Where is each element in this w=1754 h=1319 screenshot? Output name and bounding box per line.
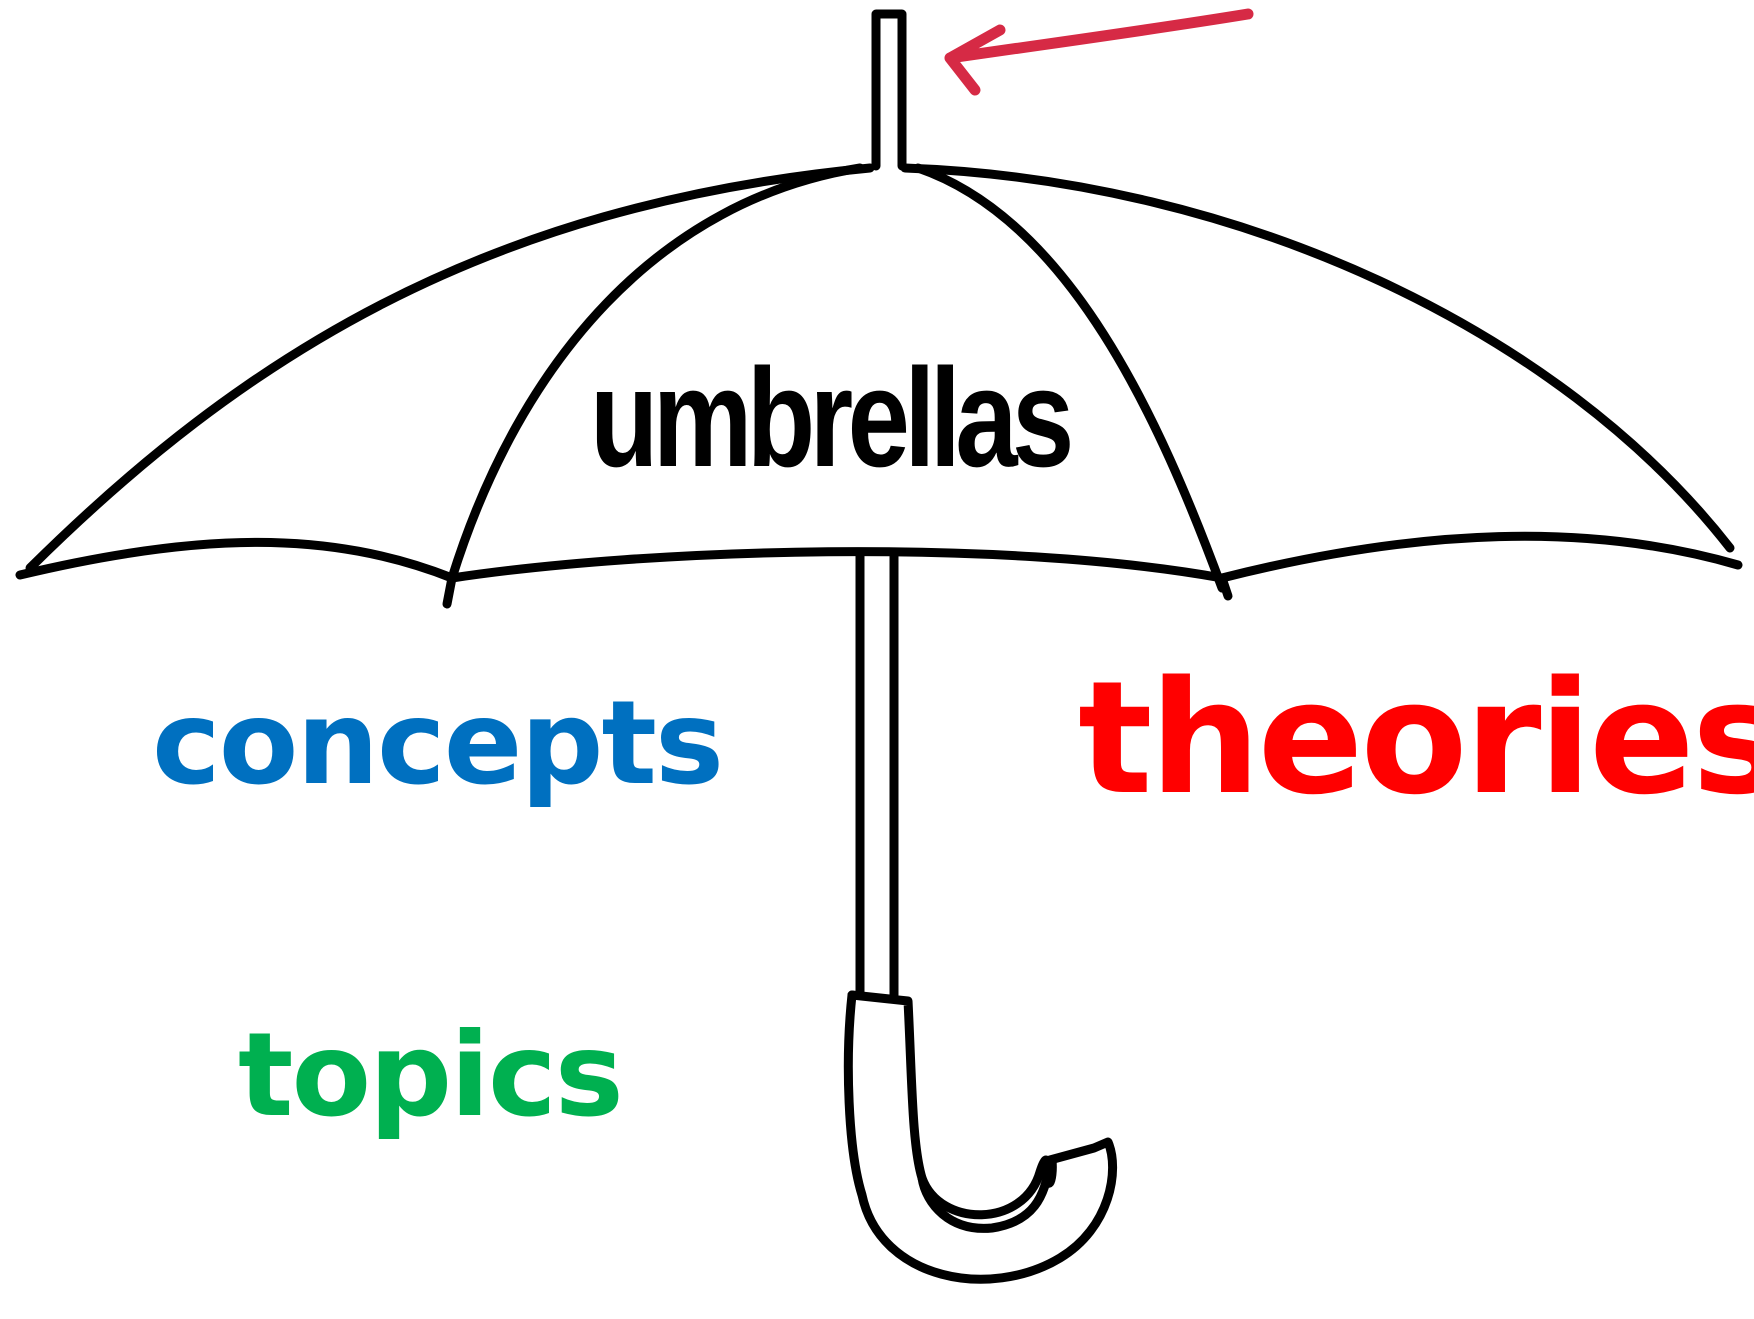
concepts-label: concepts bbox=[152, 676, 724, 811]
umbrella-handle bbox=[847, 990, 1057, 1220]
umbrella-canopy-hem bbox=[15, 531, 1743, 583]
arrow-icon bbox=[944, 8, 1254, 96]
umbrella-shaft bbox=[855, 551, 899, 1000]
umbrella-handle-outline bbox=[843, 990, 1118, 1284]
umbrella-rib-left bbox=[447, 163, 865, 583]
umbrella-tip bbox=[871, 9, 907, 171]
theories-label: theories bbox=[1078, 647, 1754, 829]
umbrella-hem-point-left bbox=[442, 573, 457, 609]
umbrella-title-label: umbrellas bbox=[590, 339, 1074, 496]
topics-label: topics bbox=[238, 1008, 624, 1143]
umbrella-hem-point-right bbox=[1217, 573, 1233, 601]
umbrella-canopy-left-edge bbox=[25, 163, 875, 573]
umbrella-rib-right bbox=[913, 163, 1227, 593]
umbrella-canopy-right-edge bbox=[900, 163, 1735, 553]
